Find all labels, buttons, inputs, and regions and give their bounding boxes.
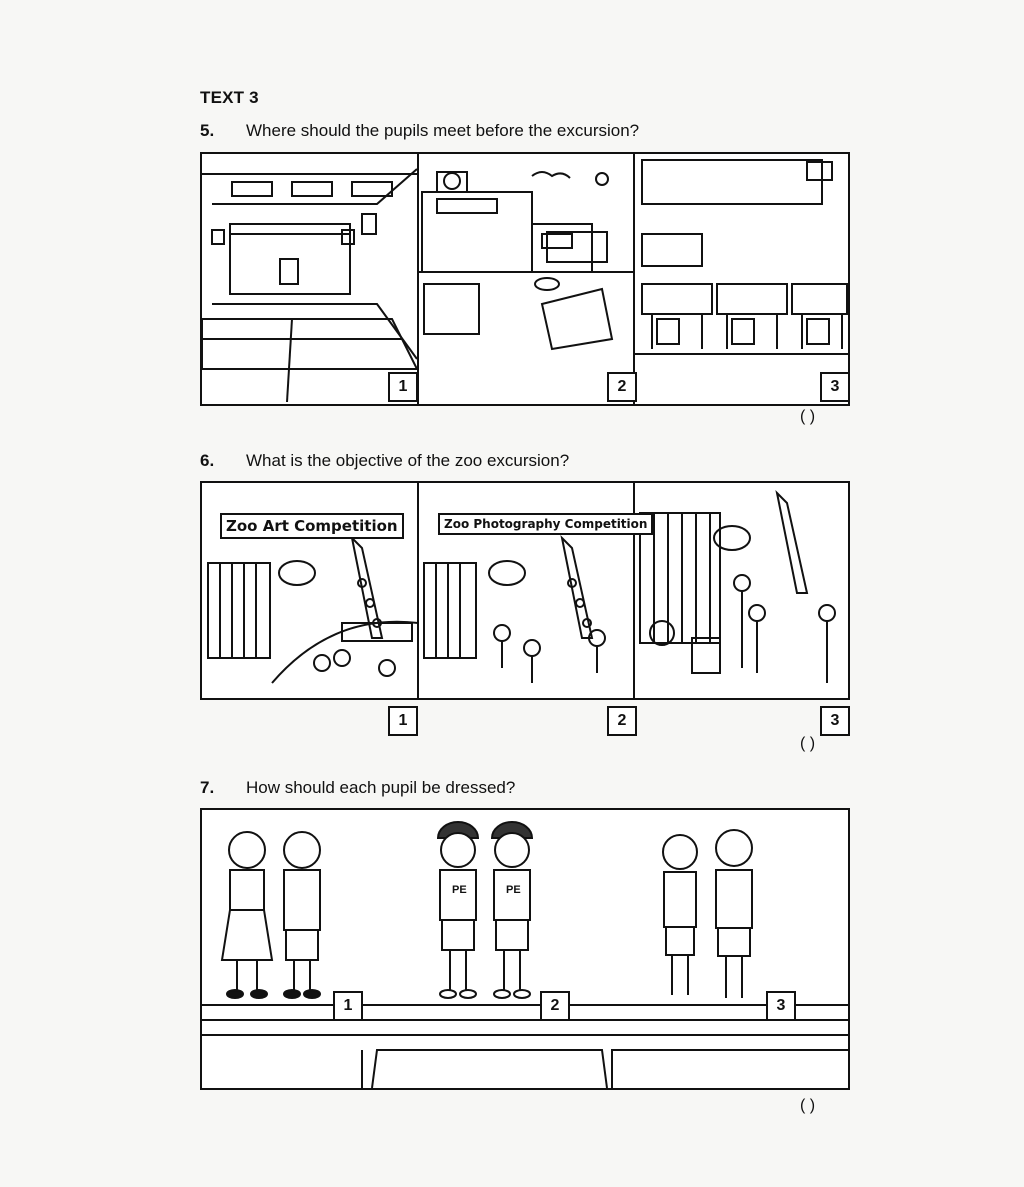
question-6-number: 6. [200,451,215,470]
section-heading: TEXT 3 [200,88,259,107]
q5-answer-bracket[interactable]: ( ) [800,408,816,425]
pe-shirt-label-girl: PE [452,884,467,896]
question-6-picture-strip: Zoo Art Competition Zoo Photography Comp… [200,481,850,736]
question-5-text: Where should the pupils meet before the … [246,121,640,140]
q5-scenes [202,154,848,404]
q6-answer-bracket[interactable]: ( ) [800,735,816,752]
q6-option-1[interactable]: 1 [388,706,418,736]
q5-option-3[interactable]: 3 [820,372,850,402]
school-uniform-pair [220,831,321,999]
q5-option-1[interactable]: 1 [388,372,418,402]
hall-scene [202,168,419,403]
gate-scene [418,171,634,351]
pe-shirt-label-boy: PE [506,884,521,896]
pe-attire-pair [436,821,534,999]
zoo-photography-competition-banner: Zoo Photography Competition [438,513,654,535]
q6-option-2[interactable]: 2 [607,706,637,736]
q6-option-3[interactable]: 3 [820,706,850,736]
q7-option-3[interactable]: 3 [766,991,796,1021]
question-7-number: 7. [200,778,215,797]
q7-answer-bracket[interactable]: ( ) [800,1097,816,1114]
casual-clothes-pair [662,829,753,998]
question-7-picture-strip: PE PE 1 2 3 [200,808,850,1090]
question-5-number: 5. [200,121,215,140]
zoo-art-competition-banner: Zoo Art Competition [220,513,404,539]
q7-option-1[interactable]: 1 [333,991,363,1021]
lion-cage-1 [207,562,271,659]
q6-scenes [207,483,836,698]
question-7-text: How should each pupil be dressed? [246,778,516,797]
q7-scenes [202,821,848,1088]
q7-option-2[interactable]: 2 [540,991,570,1021]
question-5-picture-strip: 1 2 3 [200,152,850,406]
classroom-scene [634,159,848,355]
question-6-text: What is the objective of the zoo excursi… [246,451,570,470]
q5-option-2[interactable]: 2 [607,372,637,402]
